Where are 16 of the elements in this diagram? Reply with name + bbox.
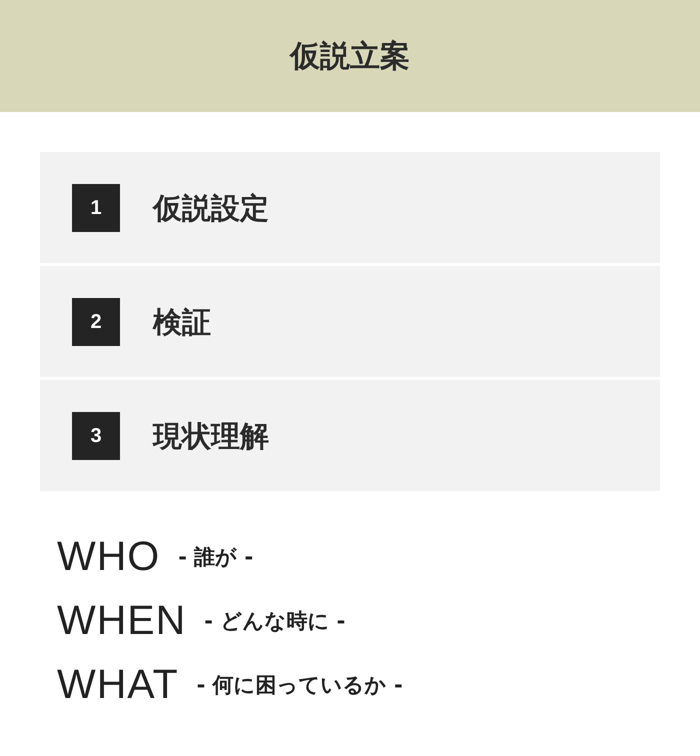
keyword-heading: WHAT: [57, 660, 179, 709]
step-row: [40, 266, 660, 377]
title-banner: 仮説立案: [0, 0, 700, 112]
keyword-heading: WHO: [57, 532, 160, 581]
step-label: 仮説設定: [153, 190, 269, 227]
step-label: 検証: [153, 304, 211, 341]
step-label: 現状理解: [153, 418, 269, 455]
keyword-description: - 誰が -: [178, 544, 254, 571]
step-row: [40, 152, 660, 263]
step-number-badge: 3: [72, 412, 120, 460]
step-number-badge: 1: [72, 184, 120, 232]
step-number-badge: 2: [72, 298, 120, 346]
keyword-description: - どんな時に -: [204, 608, 346, 635]
keyword-description: - 何に困っているか -: [196, 672, 403, 699]
step-row: [40, 380, 660, 491]
keyword-heading: WHEN: [57, 596, 186, 645]
